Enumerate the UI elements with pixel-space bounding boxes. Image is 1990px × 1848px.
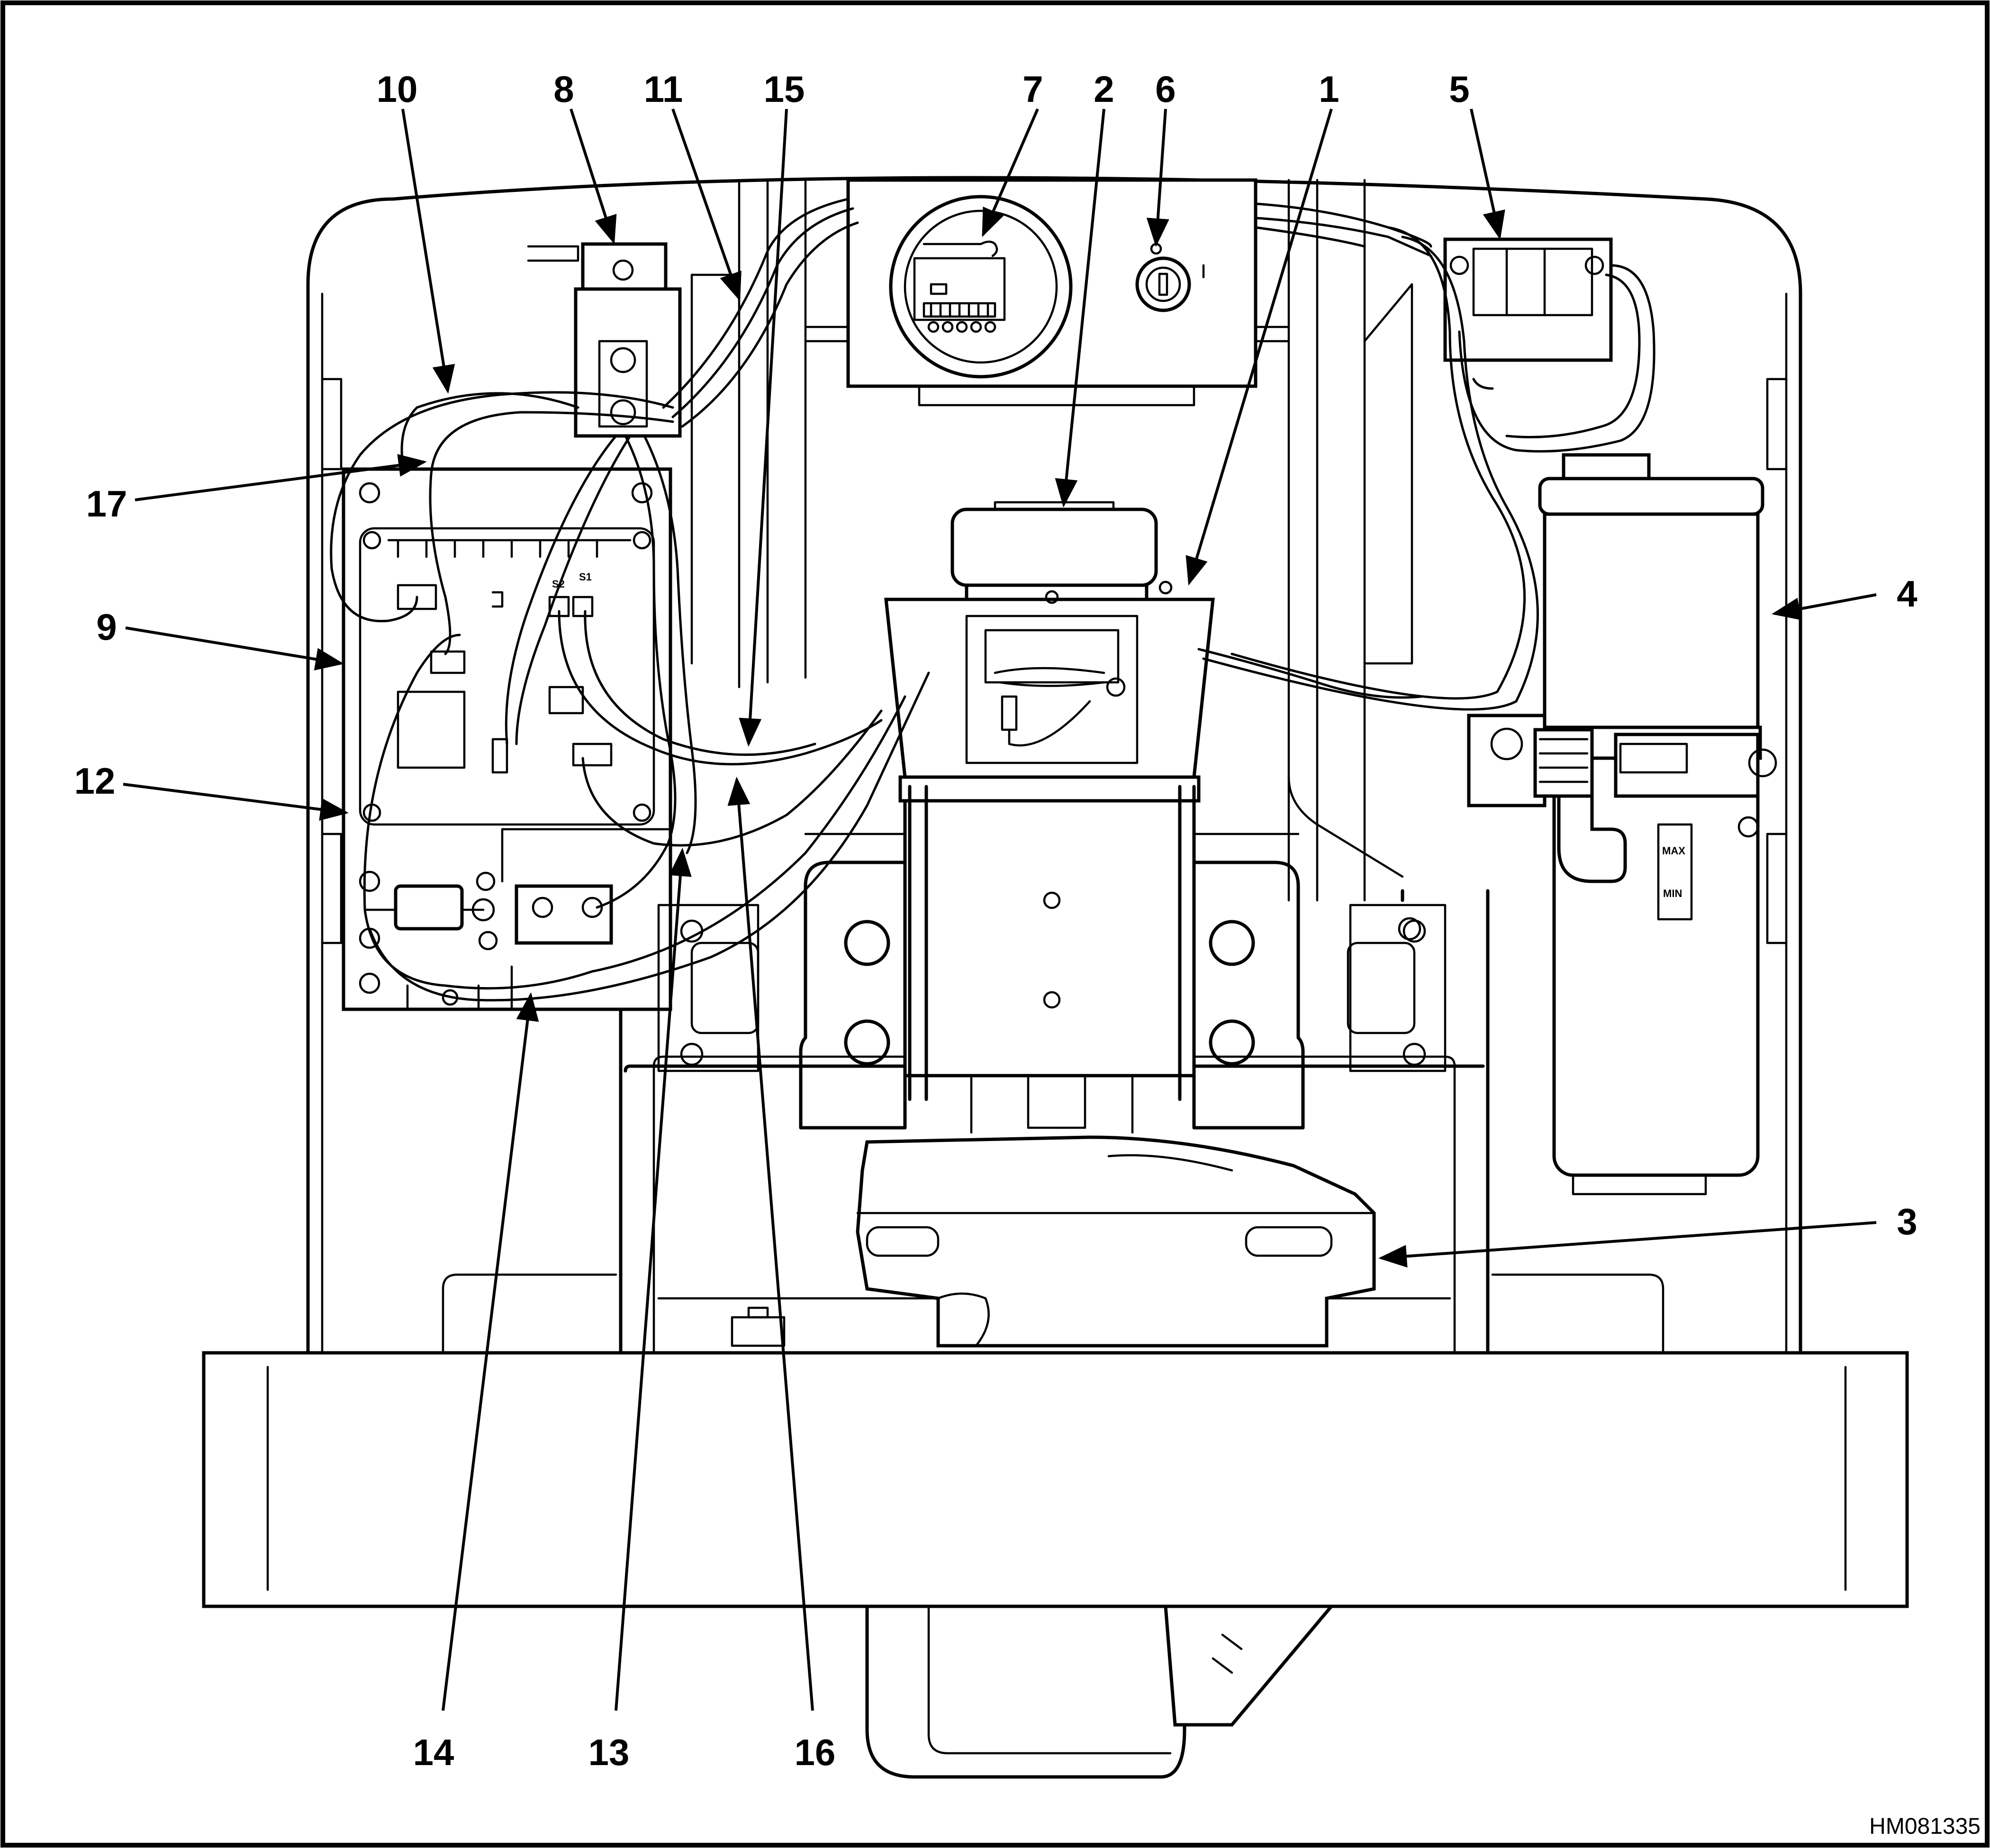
min-level-label: MIN [1663, 888, 1682, 899]
truck-chassis [306, 176, 1802, 1357]
drive-motor-assembly [884, 501, 1215, 1101]
right-battery-panel [1491, 1273, 1664, 1357]
main-contactor [527, 242, 682, 438]
callout-3: 3 [1897, 1201, 1917, 1242]
wiring-harness [330, 198, 1655, 1002]
callout-labels: 10 8 11 15 7 2 6 1 5 17 9 4 12 3 14 13 1… [74, 68, 1918, 1773]
callout-1: 1 [1319, 68, 1339, 110]
left-battery-panel [442, 1273, 617, 1357]
terminal-s1-label: S1 [579, 571, 592, 583]
callout-9: 9 [96, 606, 117, 648]
callout-6: 6 [1155, 68, 1176, 110]
callout-16: 16 [795, 1731, 836, 1773]
callout-arrows [123, 108, 1877, 1711]
callout-4: 4 [1897, 573, 1917, 615]
callout-5: 5 [1449, 68, 1469, 110]
callout-8: 8 [553, 68, 574, 110]
callout-10: 10 [377, 68, 418, 110]
front-bumper [202, 1351, 1909, 1608]
drive-unit-mount [657, 776, 1447, 1134]
drive-unit-housing [856, 1135, 1376, 1779]
callout-14: 14 [413, 1731, 454, 1773]
callout-2: 2 [1094, 68, 1114, 110]
center-bolt [731, 1306, 786, 1347]
figure-id: HM081335 [1869, 1814, 1981, 1839]
display-console [846, 178, 1257, 407]
callout-12: 12 [74, 760, 116, 802]
callout-7: 7 [1022, 68, 1043, 110]
callout-17: 17 [86, 483, 127, 525]
relay-block [1443, 237, 1613, 362]
callout-15: 15 [764, 68, 805, 110]
hydraulic-reservoir: MAX MIN [1467, 453, 1777, 1196]
max-level-label: MAX [1662, 845, 1685, 857]
battery-discharge-indicator [889, 195, 1073, 379]
callout-13: 13 [588, 1731, 630, 1773]
callout-11: 11 [644, 68, 683, 110]
